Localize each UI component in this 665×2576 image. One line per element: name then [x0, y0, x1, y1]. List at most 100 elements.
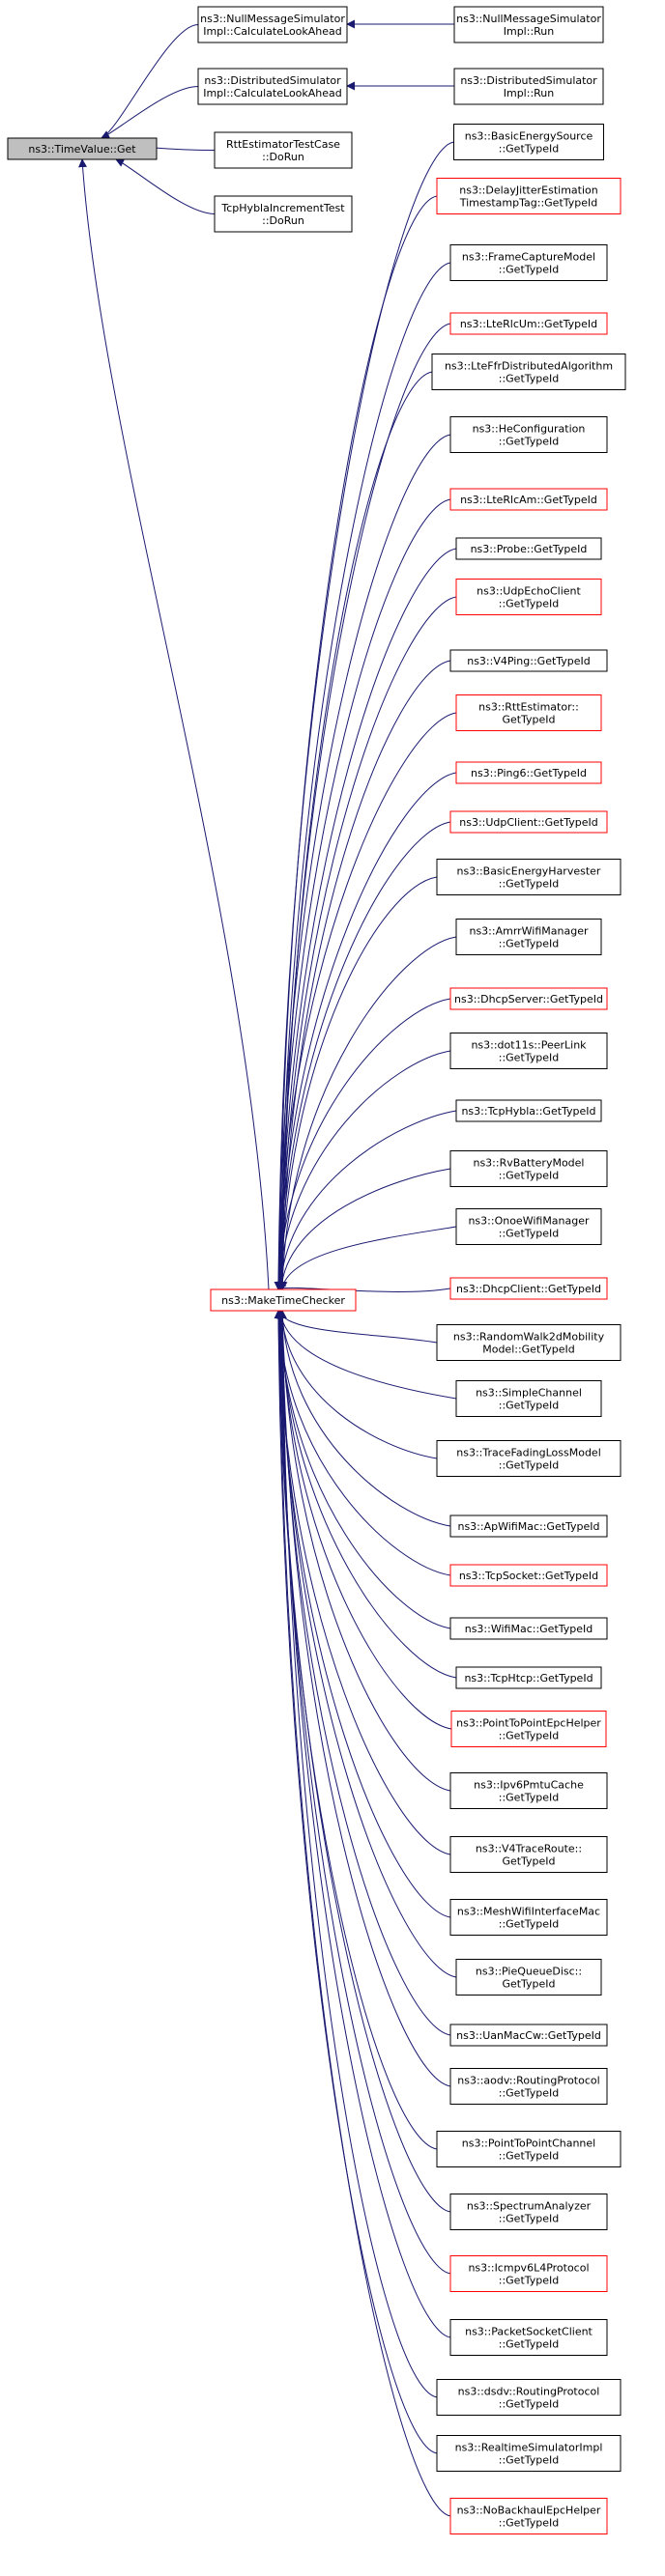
node-box	[449, 244, 608, 281]
node-label: ::GetTypeId	[499, 938, 560, 950]
node-caller-13[interactable]: ns3::BasicEnergyHarvester::GetTypeId	[436, 859, 622, 895]
node-box	[455, 694, 602, 731]
node-label: ns3::TcpHtcp::GetTypeId	[464, 1672, 593, 1684]
node-label: Impl::CalculateLookAhead	[203, 87, 342, 99]
node-caller-6[interactable]: ns3::LteRlcAm::GetTypeId	[449, 488, 608, 511]
node-caller-28[interactable]: ns3::PointToPointEpcHelper::GetTypeId	[450, 1711, 607, 1747]
node-label: TcpHyblaIncrementTest	[220, 202, 345, 214]
node-caller-34[interactable]: ns3::aodv::RoutingProtocol::GetTypeId	[449, 2068, 608, 2105]
node-caller-27[interactable]: ns3::TcpHtcp::GetTypeId	[455, 1666, 602, 1689]
node-label: ns3::RandomWalk2dMobility	[453, 1331, 605, 1344]
node-box	[453, 6, 604, 43]
node-label: ::GetTypeId	[499, 143, 560, 156]
node-box	[455, 1380, 602, 1417]
node-label: ns3::MakeTimeChecker	[221, 1294, 345, 1307]
node-caller-12[interactable]: ns3::UdpClient::GetTypeId	[449, 810, 608, 834]
node-caller-40[interactable]: ns3::RealtimeSimulatorImpl::GetTypeId	[436, 2435, 622, 2472]
node-caller-4[interactable]: ns3::LteFfrDistributedAlgorithm::GetType…	[431, 354, 626, 390]
node-caller-2[interactable]: ns3::FrameCaptureModel::GetTypeId	[449, 244, 608, 281]
node-label: ::GetTypeId	[499, 1170, 560, 1182]
node-caller-32[interactable]: ns3::PieQueueDisc::GetTypeId	[455, 1959, 602, 1996]
node-caller-24[interactable]: ns3::ApWifiMac::GetTypeId	[449, 1514, 608, 1538]
node-caller-9[interactable]: ns3::V4Ping::GetTypeId	[449, 649, 608, 672]
node-label: ::GetTypeId	[499, 2398, 560, 2411]
node-label: ns3::PointToPointEpcHelper	[456, 1717, 601, 1730]
edge-caller-to-maketimechecker	[276, 1310, 457, 1400]
node-caller-17[interactable]: ns3::TcpHybla::GetTypeId	[455, 1099, 602, 1122]
node-label: ::GetTypeId	[499, 878, 560, 891]
node-box	[436, 2435, 622, 2472]
node-box	[449, 1277, 608, 1300]
node-caller-35[interactable]: ns3::PointToPointChannel::GetTypeId	[436, 2131, 622, 2167]
node-caller-1[interactable]: ns3::DelayJitterEstimationTimestampTag::…	[436, 178, 622, 214]
node-label: ns3::LteRlcAm::GetTypeId	[460, 494, 597, 506]
node-box	[449, 1836, 608, 1873]
node-label: ::GetTypeId	[499, 1918, 560, 1931]
edge-caller-to-maketimechecker	[274, 1310, 438, 2454]
node-caller-14[interactable]: ns3::AmrrWifiManager::GetTypeId	[455, 919, 602, 955]
node-nullmsg-calculate-lookahead[interactable]: ns3::NullMessageSimulatorImpl::Calculate…	[197, 6, 348, 43]
node-label: ns3::UdpClient::GetTypeId	[459, 816, 597, 829]
edge-caller-to-maketimechecker	[276, 1310, 451, 2036]
node-caller-29[interactable]: ns3::Ipv6PmtuCache::GetTypeId	[449, 1772, 608, 1809]
node-caller-20[interactable]: ns3::DhcpClient::GetTypeId	[449, 1277, 608, 1300]
node-label: ::GetTypeId	[499, 2517, 560, 2530]
node-label: ns3::WifiMac::GetTypeId	[465, 1623, 593, 1635]
node-label: RttEstimatorTestCase	[226, 138, 340, 151]
node-box	[453, 124, 604, 160]
node-box	[449, 2498, 608, 2534]
node-caller-31[interactable]: ns3::MeshWifiInterfaceMac::GetTypeId	[449, 1899, 608, 1936]
node-caller-3[interactable]: ns3::LteRlcUm::GetTypeId	[449, 312, 608, 335]
node-label: ns3::Ping6::GetTypeId	[471, 767, 587, 779]
edge-caller-to-maketimechecker	[274, 141, 454, 1290]
node-label: ns3::DhcpClient::GetTypeId	[456, 1283, 601, 1295]
node-caller-23[interactable]: ns3::TraceFadingLossModel::GetTypeId	[436, 1440, 622, 1477]
node-box	[449, 2255, 608, 2292]
node-tcphybla-increment-test[interactable]: TcpHyblaIncrementTest::DoRun	[214, 195, 353, 233]
node-box	[455, 919, 602, 955]
node-label: ::GetTypeId	[499, 1730, 560, 1742]
node-caller-0[interactable]: ns3::BasicEnergySource::GetTypeId	[453, 124, 604, 160]
edge-caller-to-maketimechecker	[277, 1168, 451, 1290]
node-label: ns3::AmrrWifiManager	[469, 925, 589, 938]
node-box	[449, 2068, 608, 2105]
node-box	[436, 2131, 622, 2167]
node-caller-25[interactable]: ns3::TcpSocket::GetTypeId	[449, 1564, 608, 1587]
edge-caller-to-maketimechecker	[277, 1310, 451, 1792]
node-label: ns3::RvBatteryModel	[473, 1157, 584, 1170]
node-caller-26[interactable]: ns3::WifiMac::GetTypeId	[449, 1617, 608, 1640]
node-caller-33[interactable]: ns3::UanMacCw::GetTypeId	[449, 2024, 608, 2047]
node-caller-16[interactable]: ns3::dot11s::PeerLink::GetTypeId	[449, 1033, 608, 1069]
node-caller-36[interactable]: ns3::SpectrumAnalyzer::GetTypeId	[449, 2194, 608, 2230]
node-timevalue-get[interactable]: ns3::TimeValue::Get	[7, 137, 158, 160]
node-caller-21[interactable]: ns3::RandomWalk2dMobilityModel::GetTypeI…	[436, 1324, 622, 1361]
node-caller-7[interactable]: ns3::Probe::GetTypeId	[455, 537, 602, 560]
node-caller-11[interactable]: ns3::Ping6::GetTypeId	[455, 761, 602, 784]
node-box	[436, 859, 622, 895]
node-dist-calculate-lookahead[interactable]: ns3::DistributedSimulatorImpl::Calculate…	[197, 68, 348, 105]
node-caller-10[interactable]: ns3::RttEstimator::GetTypeId	[455, 694, 602, 731]
node-caller-19[interactable]: ns3::OnoeWifiManager::GetTypeId	[455, 1208, 602, 1245]
node-caller-37[interactable]: ns3::Icmpv6L4Protocol::GetTypeId	[449, 2255, 608, 2292]
node-box	[455, 1208, 602, 1245]
node-caller-8[interactable]: ns3::UdpEchoClient::GetTypeId	[455, 579, 602, 615]
node-label: GetTypeId	[502, 1855, 555, 1868]
node-label: ::GetTypeId	[499, 2275, 560, 2287]
node-box	[449, 1564, 608, 1587]
node-rtt-estimator-testcase[interactable]: RttEstimatorTestCase::DoRun	[214, 131, 353, 169]
node-caller-22[interactable]: ns3::SimpleChannel::GetTypeId	[455, 1380, 602, 1417]
node-caller-30[interactable]: ns3::V4TraceRoute::GetTypeId	[449, 1836, 608, 1873]
node-make-time-checker[interactable]: ns3::MakeTimeChecker	[210, 1288, 357, 1312]
node-caller-38[interactable]: ns3::PacketSocketClient::GetTypeId	[449, 2319, 608, 2356]
node-caller-5[interactable]: ns3::HeConfiguration::GetTypeId	[449, 416, 608, 453]
node-caller-15[interactable]: ns3::DhcpServer::GetTypeId	[449, 987, 608, 1010]
node-box	[214, 195, 353, 233]
node-caller-18[interactable]: ns3::RvBatteryModel::GetTypeId	[449, 1150, 608, 1187]
edge-caller-to-maketimechecker	[277, 936, 457, 1290]
node-caller-41[interactable]: ns3::NoBackhaulEpcHelper::GetTypeId	[449, 2498, 608, 2534]
node-caller-39[interactable]: ns3::dsdv::RoutingProtocol::GetTypeId	[436, 2379, 622, 2416]
node-box	[449, 416, 608, 453]
node-label: ns3::DistributedSimulator	[460, 74, 597, 87]
